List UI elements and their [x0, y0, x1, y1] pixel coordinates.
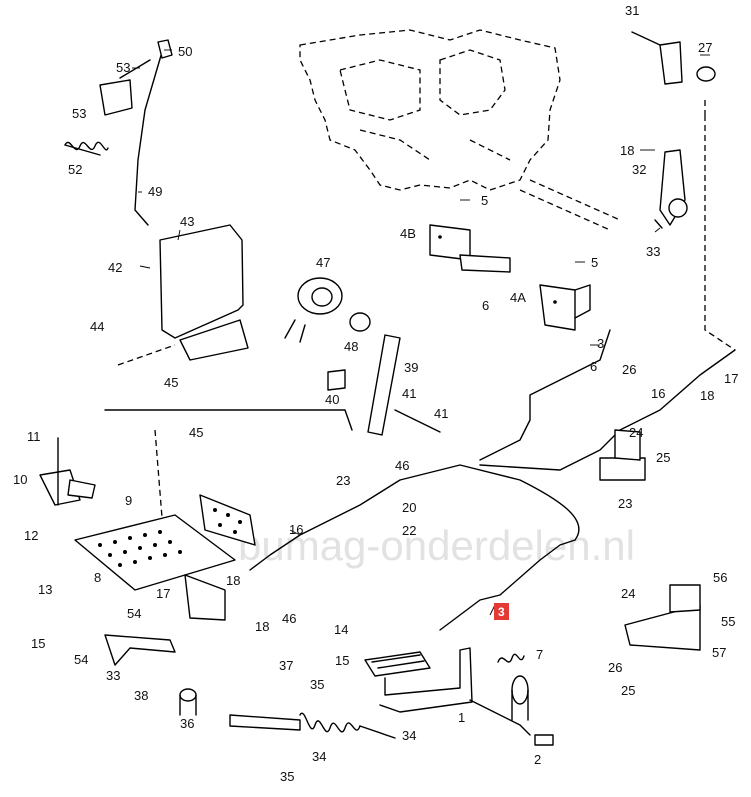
callout-54: 55 [721, 614, 735, 629]
bracket-28 [631, 31, 716, 85]
callout-4b: 4B [400, 226, 416, 241]
callout-2: 2 [534, 752, 541, 767]
callout-24: 24 [629, 425, 643, 440]
callout-37: 40 [325, 392, 339, 407]
callout-42: 44 [90, 319, 104, 334]
callout-44: 45 [189, 425, 203, 440]
callout-36: 39 [404, 360, 418, 375]
spring-32 [179, 688, 396, 739]
callout-34: 35 [310, 677, 324, 692]
callout-6: 6 [482, 298, 489, 313]
footplate-8 [74, 494, 256, 591]
spring-50 [64, 141, 109, 151]
lever-48 [64, 39, 173, 226]
callout-24b: 24 [621, 586, 635, 601]
callout-14: 14 [334, 622, 348, 637]
callout-16: 16 [651, 386, 665, 401]
callout-31: 33 [106, 668, 120, 683]
callout-5: 5 [481, 193, 488, 208]
callout-8: 8 [94, 570, 101, 585]
callout-30: 33 [646, 244, 660, 259]
callout-33: 34 [402, 728, 416, 743]
callout-9: 9 [125, 493, 132, 508]
callout-13: 13 [38, 582, 52, 597]
callout-34b: 36 [180, 716, 194, 731]
callout-18d: 18 [255, 619, 269, 634]
callout-26: 26 [622, 362, 636, 377]
callout-17: 17 [724, 371, 738, 386]
transmission-outline [299, 29, 621, 231]
callout-25: 25 [656, 450, 670, 465]
callout-28: 31 [625, 3, 639, 18]
callout-1: 1 [458, 710, 465, 725]
callout-35: 37 [279, 658, 293, 673]
callout-51: 53 [72, 106, 86, 121]
callout-3: 3 [597, 336, 604, 351]
callout-15b: 15 [335, 653, 349, 668]
callout-18: 18 [620, 143, 634, 158]
callout-18b: 18 [700, 388, 714, 403]
shield-41 [117, 224, 249, 366]
bracket-4b [429, 224, 511, 273]
callout-35b: 38 [134, 688, 148, 703]
callout-7: 7 [536, 647, 543, 662]
callout-29: 32 [632, 162, 646, 177]
watermark-text: bumag-onderdelen.nl [238, 522, 635, 569]
callout-40: 42 [108, 260, 122, 275]
callout-50: 52 [68, 162, 82, 177]
callout-39: 41 [402, 386, 416, 401]
highlight-callout-3[interactable]: 3 [498, 605, 505, 619]
callout-45: 46 [395, 458, 409, 473]
callout-15: 15 [31, 636, 45, 651]
callout-18c: 18 [226, 573, 240, 588]
callout-53: 54 [127, 606, 141, 621]
callout-52: 53 [116, 60, 130, 75]
spring-7 [497, 653, 525, 663]
bracket-36 [327, 334, 441, 436]
callout-labels: 31 27 50 53 53 52 49 18 32 33 5 4B 43 47… [13, 3, 738, 784]
callout-56: 57 [712, 645, 726, 660]
brake-pedal-assembly [364, 647, 554, 746]
callout-10: 10 [13, 472, 27, 487]
callout-16b: 16 [289, 522, 303, 537]
callout-4a: 4A [510, 290, 526, 305]
highlight-box[interactable] [494, 603, 509, 620]
callout-5b: 5 [591, 255, 598, 270]
callout-27: 27 [698, 40, 712, 55]
callout-19: 20 [402, 500, 416, 515]
bracket-10 [39, 437, 96, 506]
callout-12: 12 [24, 528, 38, 543]
callout-22: 23 [336, 473, 350, 488]
callout-46: 47 [316, 255, 330, 270]
callout-11: 11 [27, 429, 41, 444]
callout-41: 43 [180, 214, 194, 229]
callout-17b: 17 [156, 586, 170, 601]
callout-23: 23 [618, 496, 632, 511]
arm-29 [654, 149, 688, 229]
callout-49: 50 [178, 44, 192, 59]
callout-20: 22 [402, 523, 416, 538]
callout-32: 34 [312, 749, 326, 764]
callout-48: 49 [148, 184, 162, 199]
bracket-31 [104, 574, 226, 666]
callout-25b: 25 [621, 683, 635, 698]
bracket-23 [599, 429, 646, 481]
callout-33b: 35 [280, 769, 294, 784]
callout-43: 45 [164, 375, 178, 390]
clutch-46 [284, 277, 371, 343]
callout-47: 48 [344, 339, 358, 354]
callout-38: 41 [434, 406, 448, 421]
bracket-54 [624, 584, 701, 651]
callout-55: 56 [713, 570, 727, 585]
callout-45b: 46 [282, 611, 296, 626]
bracket-4a [539, 284, 591, 331]
callout-6b: 6 [590, 359, 597, 374]
callout-26b: 26 [608, 660, 622, 675]
leader-lines [132, 49, 710, 616]
highlighted-part-marker[interactable]: 3 [494, 603, 509, 620]
callout-53b: 54 [74, 652, 88, 667]
